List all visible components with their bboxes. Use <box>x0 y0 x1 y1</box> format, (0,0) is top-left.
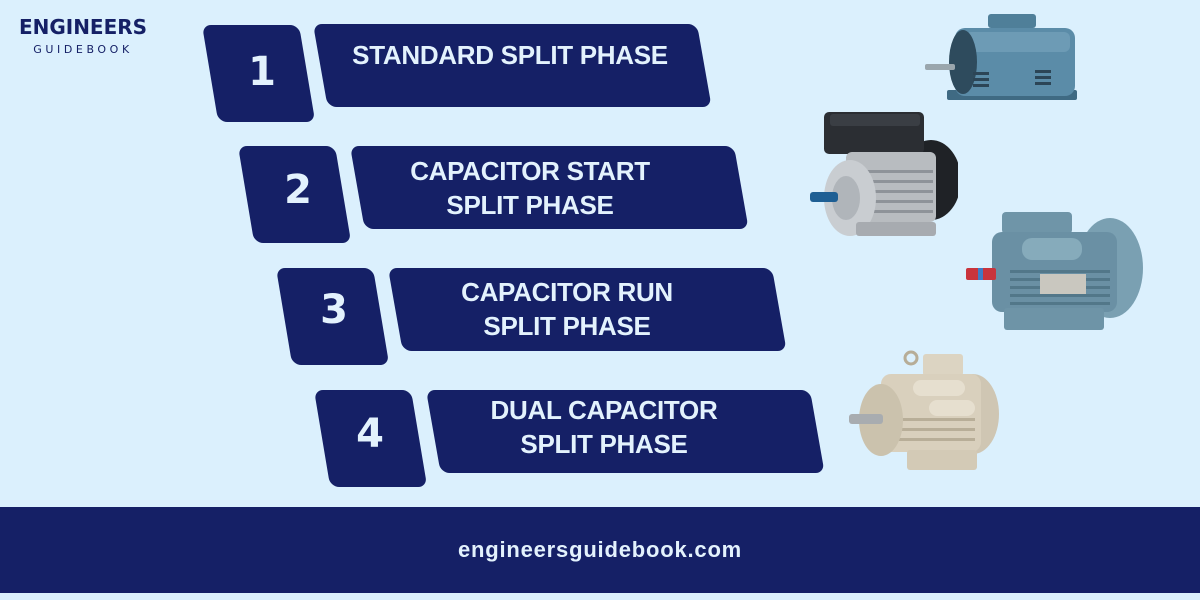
dual-capacitor-motor-image <box>849 350 999 470</box>
item-label: STANDARD SPLIT PHASE <box>318 38 702 72</box>
item-label-line1: CAPACITOR START <box>410 156 650 186</box>
item-label: DUAL CAPACITOR SPLIT PHASE <box>412 393 796 461</box>
item-number: 3 <box>320 287 348 333</box>
item-label-line2: SPLIT PHASE <box>483 311 651 341</box>
footer-banner: engineersguidebook.com <box>0 507 1200 593</box>
item-label-line1: CAPACITOR RUN <box>461 277 673 307</box>
capacitor-start-motor-image <box>810 112 958 236</box>
website-link[interactable]: engineersguidebook.com <box>457 537 743 562</box>
item-number: 2 <box>284 167 312 213</box>
item-label: CAPACITOR START SPLIT PHASE <box>338 154 722 222</box>
item-label-line1: DUAL CAPACITOR <box>490 395 718 425</box>
item-label-line1: STANDARD SPLIT PHASE <box>352 40 668 70</box>
brand-subtitle: GUIDEBOOK <box>33 43 133 56</box>
item-number: 1 <box>248 49 276 95</box>
item-number: 4 <box>356 411 384 457</box>
item-label-line2: SPLIT PHASE <box>446 190 614 220</box>
item-label: CAPACITOR RUN SPLIT PHASE <box>375 275 759 343</box>
brand-logo: ENGINEERS GUIDEBOOK <box>10 14 156 58</box>
item-label-line2: SPLIT PHASE <box>520 429 688 459</box>
brand-name: ENGINEERS <box>18 15 148 39</box>
blue-split-phase-motor-image <box>925 14 1077 100</box>
capacitor-run-motor-image <box>966 212 1143 330</box>
